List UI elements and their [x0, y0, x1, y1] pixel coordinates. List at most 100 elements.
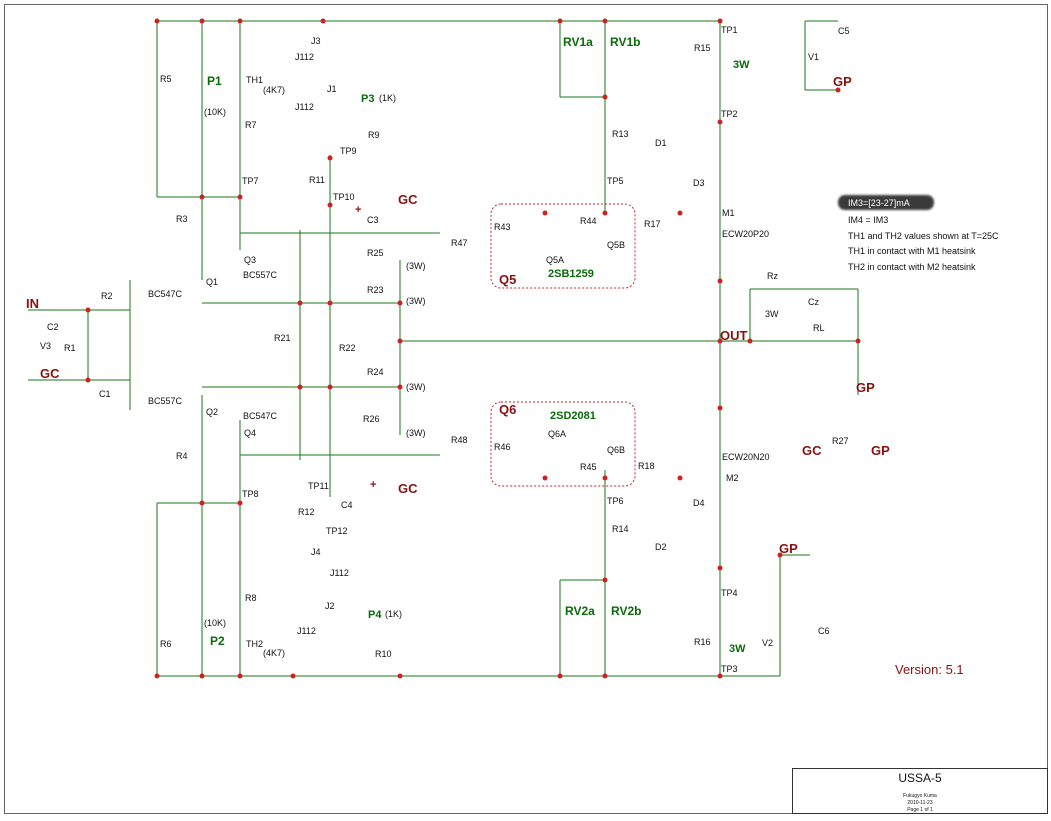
- part-label: R21: [274, 333, 291, 343]
- part-label: TP5: [607, 176, 624, 186]
- label-rv2a: RV2a: [565, 604, 595, 618]
- part-label: R14: [612, 524, 629, 534]
- part-label: D3: [693, 178, 705, 188]
- polarity-plus: +: [355, 204, 362, 216]
- title-line2: 2010-11-23: [907, 800, 933, 806]
- part-label: R15: [694, 43, 711, 53]
- part-label: TP11: [308, 481, 329, 491]
- part-label: M2: [726, 473, 739, 483]
- label-gc: GC: [398, 192, 418, 207]
- value-label: (10K): [204, 618, 227, 628]
- part-label: Q3: [244, 255, 257, 265]
- part-label: R22: [339, 343, 356, 353]
- value-label: (3W): [406, 382, 426, 392]
- label-in: IN: [26, 296, 39, 311]
- part-label: TP8: [242, 489, 259, 499]
- part-label: Q6B: [607, 445, 626, 455]
- value-label: BC557C: [148, 396, 183, 406]
- value-label: BC547C: [243, 411, 278, 421]
- part-label: R9: [368, 130, 380, 140]
- part-label: R23: [367, 285, 384, 295]
- value-label: (3W): [406, 428, 426, 438]
- label-gp: GP: [779, 541, 798, 556]
- label-q5: Q5: [499, 272, 517, 287]
- part-label: J1: [327, 84, 337, 94]
- value-label: 3W: [765, 309, 779, 319]
- label-gc: GC: [802, 443, 822, 458]
- part-label: R24: [367, 367, 384, 377]
- part-label: TP10: [333, 192, 355, 202]
- part-label: Cz: [808, 297, 819, 307]
- title-text: USSA-5: [898, 771, 942, 785]
- label-rv2b: RV2b: [611, 604, 642, 618]
- part-label: V2: [762, 638, 774, 648]
- label-2sb1259: 2SB1259: [548, 268, 594, 280]
- label-rv1b: RV1b: [610, 35, 641, 49]
- part-label: R43: [494, 222, 511, 232]
- label-p4: P4: [368, 609, 382, 621]
- part-label: TP7: [242, 176, 259, 186]
- part-label: R25: [367, 248, 384, 258]
- part-label: R11: [309, 175, 325, 185]
- part-label: R44: [580, 216, 597, 226]
- label-gc: GC: [398, 481, 418, 496]
- note-im3: IM3=[23-27]mA: [848, 198, 910, 208]
- label-gp: GP: [871, 443, 890, 458]
- label-gp: GP: [833, 74, 852, 89]
- label-2sd2081: 2SD2081: [550, 410, 596, 422]
- part-label: R3: [176, 214, 188, 224]
- sheet-border: [4, 4, 1048, 814]
- part-label: D2: [655, 542, 667, 552]
- label-q6: Q6: [499, 402, 517, 417]
- polarity-plus: +: [370, 479, 377, 491]
- part-label: R27: [832, 436, 849, 446]
- part-label: J4: [311, 547, 321, 557]
- label-p3: P3: [361, 93, 375, 105]
- part-label: V1: [808, 52, 820, 62]
- part-label: R12: [298, 507, 315, 517]
- part-label: V3: [40, 341, 52, 351]
- part-label: TP4: [721, 588, 738, 598]
- value-label: J112: [295, 52, 314, 62]
- value-label: ECW20P20: [722, 229, 770, 239]
- part-label: R4: [176, 451, 188, 461]
- value-label: (1K): [385, 609, 403, 619]
- part-label: R26: [363, 414, 380, 424]
- part-label: R6: [160, 639, 172, 649]
- part-label: TP12: [326, 526, 348, 536]
- value-label: J112: [295, 102, 314, 112]
- title-block: USSA-5 Fukugyo Kuma 2010-11-23 Page 1 of…: [792, 768, 1048, 814]
- label-3w: 3W: [733, 59, 750, 71]
- part-label: R7: [245, 120, 257, 130]
- part-label: R2: [101, 291, 113, 301]
- part-label: TP2: [721, 109, 738, 119]
- value-label: (3W): [406, 296, 426, 306]
- part-label: Q2: [206, 407, 219, 417]
- part-label: TP3: [721, 664, 738, 674]
- part-label: C4: [341, 500, 353, 510]
- part-label: Q4: [244, 428, 257, 438]
- part-label: Q6A: [548, 429, 567, 439]
- part-label: TH1: [246, 75, 264, 85]
- part-label: R48: [451, 435, 468, 445]
- value-label: J112: [330, 568, 349, 578]
- part-label: J3: [311, 36, 321, 46]
- note-th-values: TH1 and TH2 values shown at T=25C: [848, 231, 999, 241]
- label-gp: GP: [856, 380, 875, 395]
- label-rv1a: RV1a: [563, 35, 593, 49]
- part-label: Q1: [206, 277, 219, 287]
- value-label: (4K7): [263, 85, 286, 95]
- label-p1: P1: [207, 74, 222, 88]
- part-label: R1: [64, 343, 76, 353]
- part-label: RL: [813, 323, 825, 333]
- part-label: D4: [693, 498, 705, 508]
- value-label: J112: [297, 626, 316, 636]
- part-label: R8: [245, 593, 257, 603]
- label-p2: P2: [210, 634, 225, 648]
- version-label: Version: 5.1: [895, 662, 964, 677]
- label-3w: 3W: [729, 643, 746, 655]
- part-label: R47: [451, 238, 468, 248]
- im3-highlight: [838, 195, 934, 210]
